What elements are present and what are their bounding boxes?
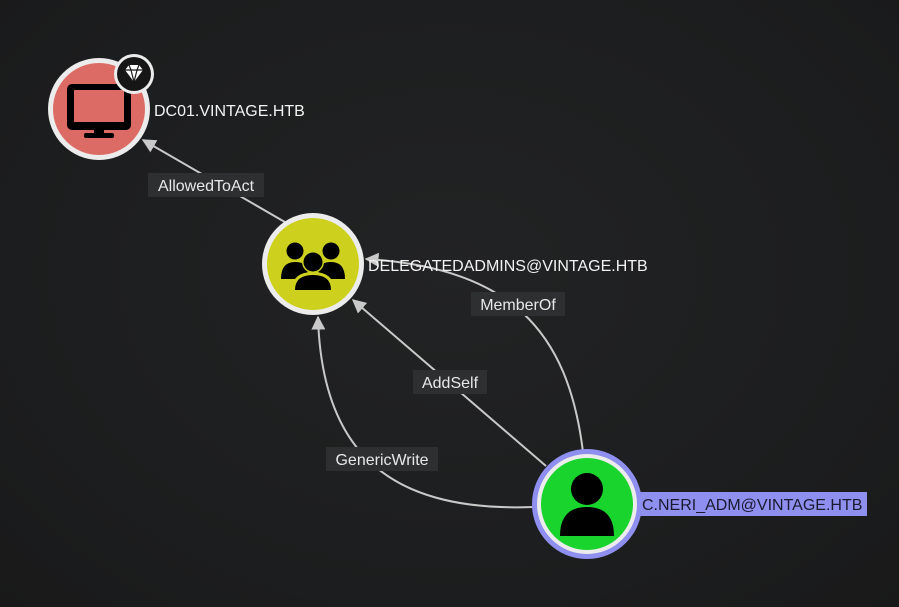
edge-generic-write[interactable] — [311, 315, 534, 509]
node-computer[interactable]: DC01.VINTAGE.HTB — [48, 54, 305, 160]
edge-label-allowed-to-act[interactable]: AllowedToAct — [148, 173, 264, 197]
svg-text:AddSelf: AddSelf — [422, 375, 479, 392]
svg-text:MemberOf: MemberOf — [480, 297, 556, 314]
edge-label-generic-write[interactable]: GenericWrite — [326, 447, 438, 471]
monitor-icon — [67, 84, 131, 138]
edge-label-member-of[interactable]: MemberOf — [471, 292, 565, 316]
node-user[interactable]: C.NERI_ADM@VINTAGE.HTB — [532, 449, 867, 559]
node-group[interactable]: DELEGATEDADMINS@VINTAGE.HTB — [262, 213, 648, 315]
gem-badge — [114, 54, 154, 94]
node-label-computer: DC01.VINTAGE.HTB — [154, 103, 305, 120]
user-icon — [560, 473, 614, 536]
edge-member-of[interactable] — [364, 252, 584, 453]
edge-label-add-self[interactable]: AddSelf — [413, 370, 487, 394]
users-group-icon — [281, 242, 345, 290]
svg-text:C.NERI_ADM@VINTAGE.HTB: C.NERI_ADM@VINTAGE.HTB — [642, 497, 862, 514]
node-label-user-selected: C.NERI_ADM@VINTAGE.HTB — [640, 492, 867, 516]
svg-text:GenericWrite: GenericWrite — [335, 452, 428, 469]
gem-icon — [125, 64, 143, 83]
svg-text:AllowedToAct: AllowedToAct — [158, 178, 255, 195]
node-label-group: DELEGATEDADMINS@VINTAGE.HTB — [368, 258, 648, 275]
